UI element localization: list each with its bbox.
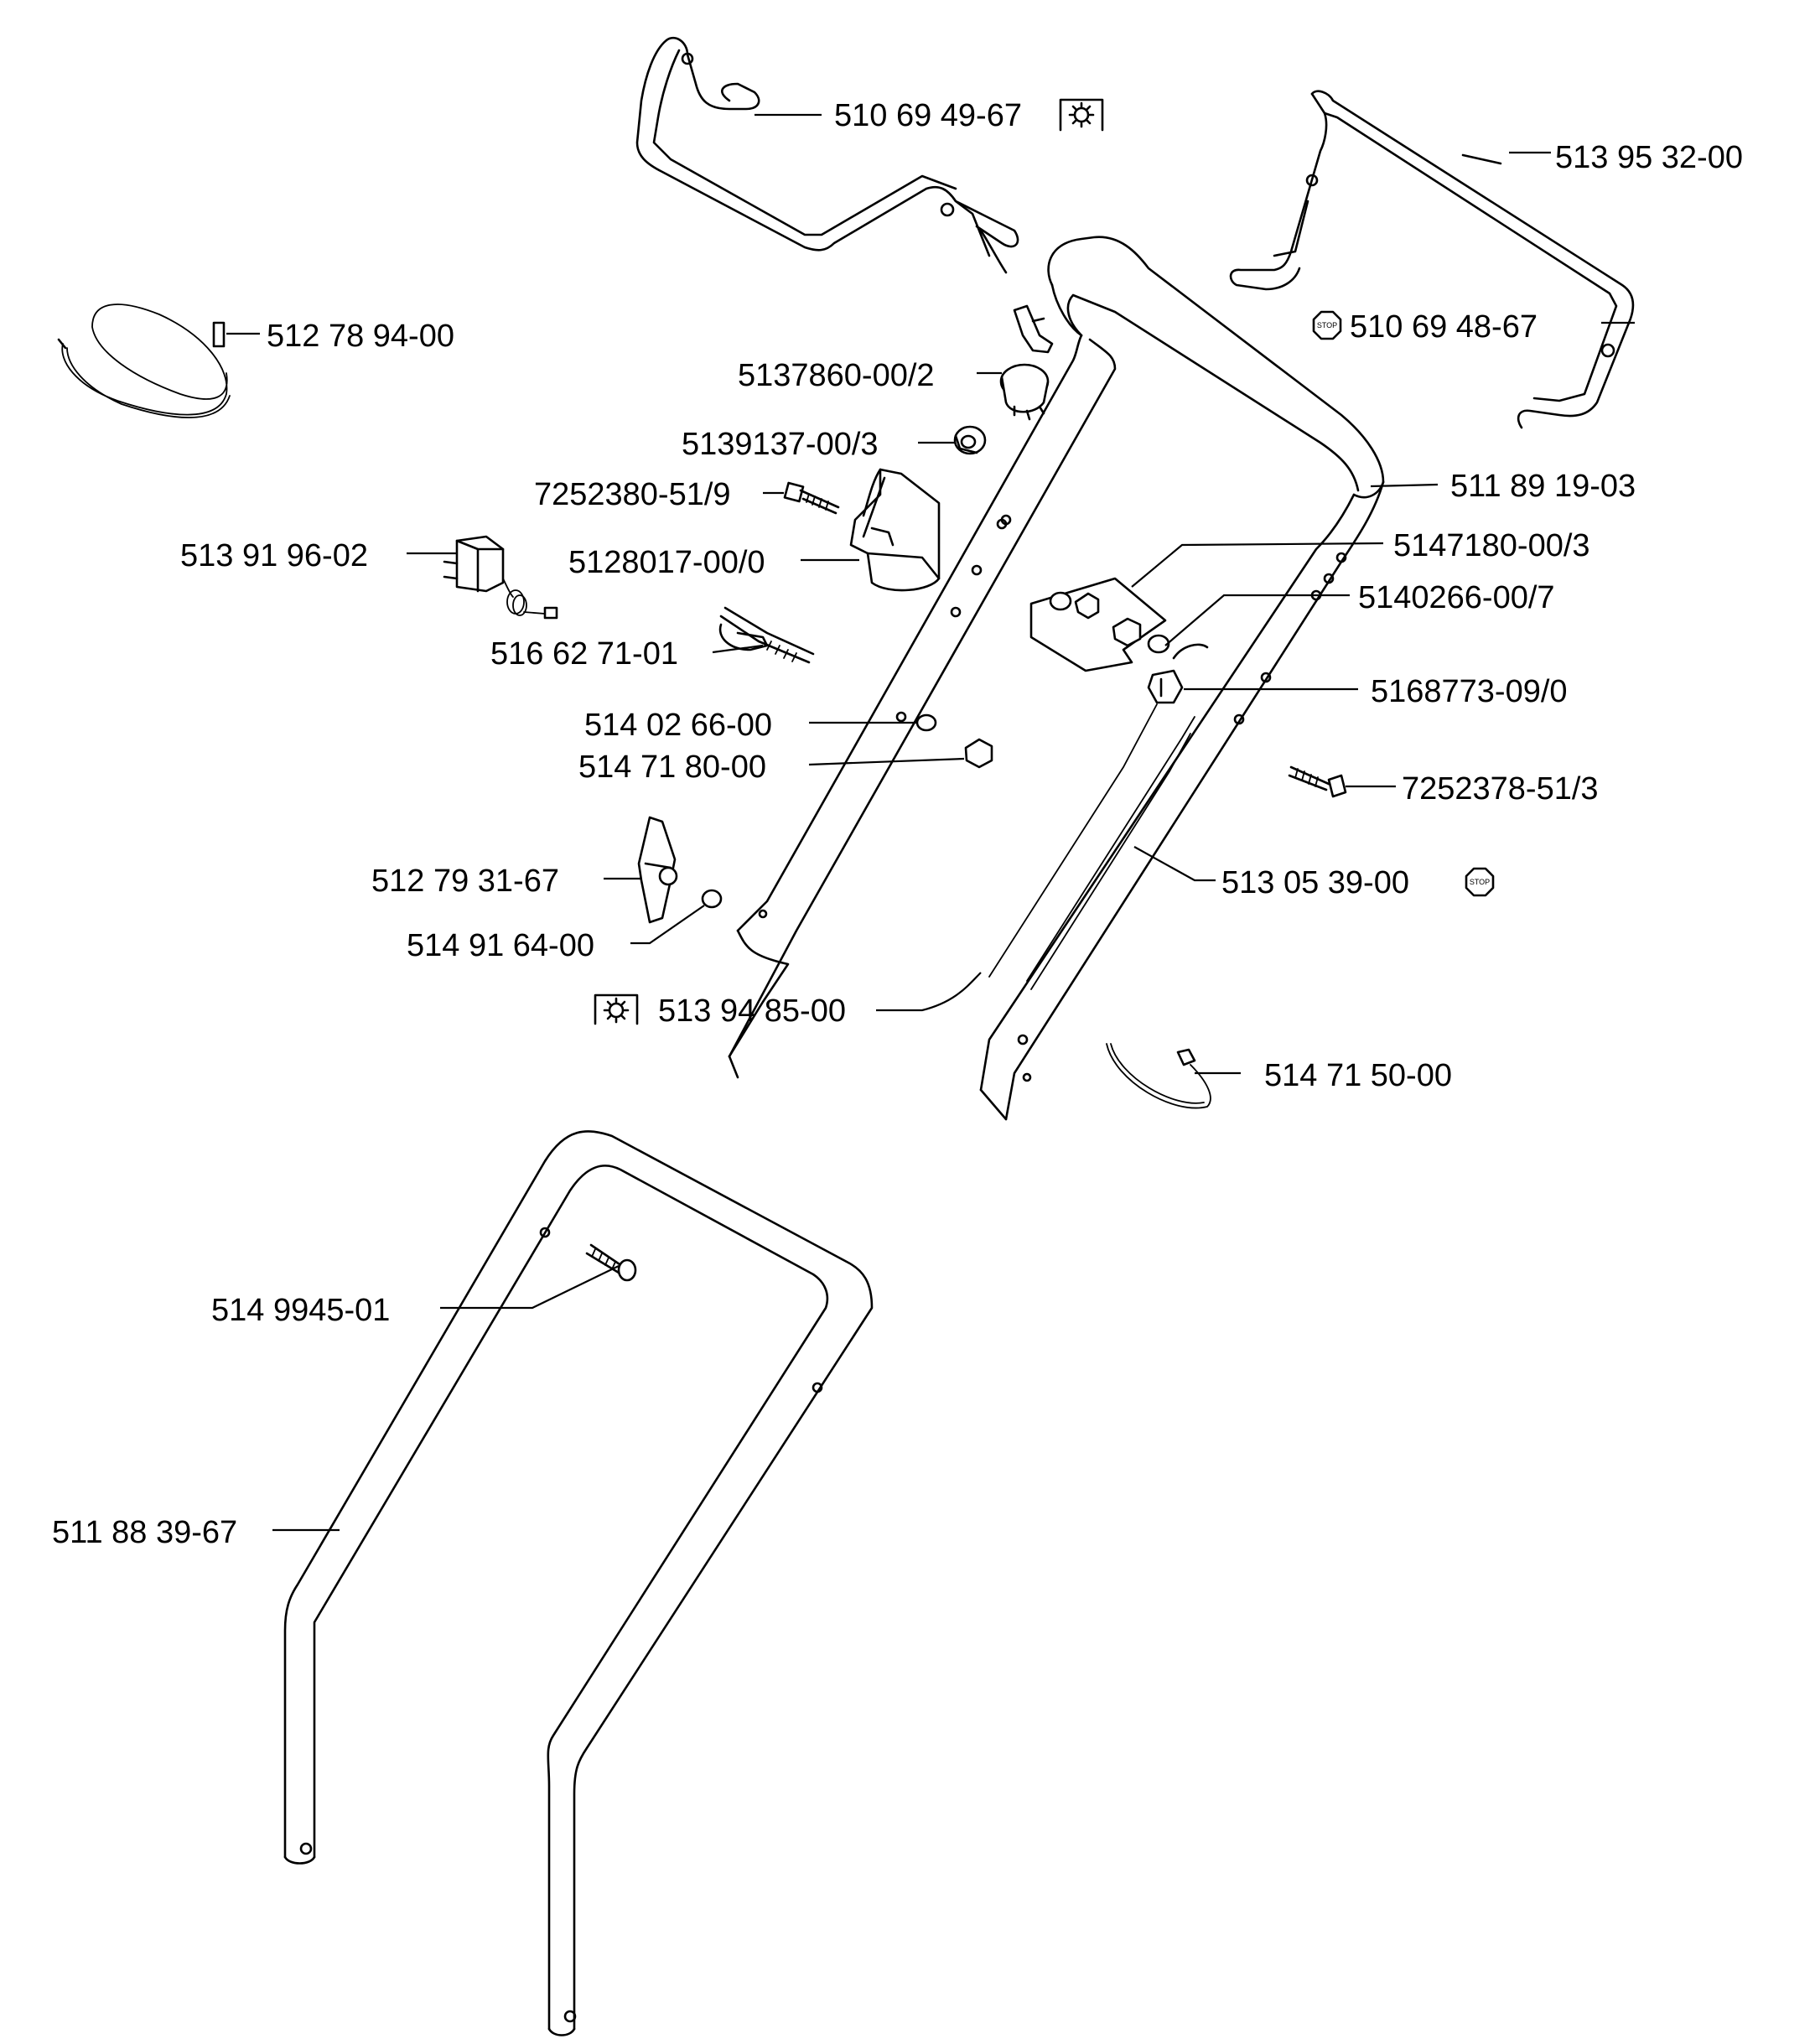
label-washer-3: 514 91 64-00 [407, 928, 594, 963]
stop-icon: STOP [1465, 867, 1495, 897]
charger [443, 535, 558, 620]
part-labels: 510 69 49-67 513 95 32-00 512 78 94-00 5… [52, 98, 1743, 1550]
label-bushing: 5139137-00/3 [682, 427, 879, 462]
label-charger: 513 91 96-02 [180, 538, 368, 573]
cable-clip [1147, 643, 1209, 704]
label-grip-left: 510 69 49-67 [834, 98, 1022, 133]
nut-part [964, 738, 993, 769]
tie [1106, 1043, 1211, 1109]
label-cable-coil: 512 78 94-00 [267, 319, 454, 354]
upper-handle [728, 236, 1385, 1121]
leader-lines [226, 113, 1635, 1532]
label-tie: 514 71 50-00 [1264, 1058, 1452, 1093]
label-lower-handle: 511 88 39-67 [52, 1515, 237, 1550]
label-upper-handle: 511 89 19-03 [1450, 469, 1636, 504]
label-bolt-2: 7252378-51/3 [1402, 771, 1599, 807]
label-decal: 513 95 32-00 [1555, 140, 1743, 175]
washer-3 [701, 889, 723, 909]
label-bolt-3: 514 9945-01 [211, 1293, 390, 1328]
label-grip-right: 510 69 48-67 [1350, 309, 1538, 345]
label-knob: 512 79 31-67 [371, 864, 559, 899]
bolt-3 [585, 1243, 637, 1282]
stop-icon: STOP [1312, 310, 1342, 340]
gear-icon [1059, 98, 1104, 132]
label-key-switch: 5137860-00/2 [738, 358, 935, 393]
label-bolt-1: 7252380-51/9 [534, 477, 731, 512]
grip-right [1229, 90, 1635, 429]
label-cable-clip: 5168773-09/0 [1371, 674, 1568, 709]
cable-coil [57, 303, 231, 418]
washer-2 [915, 713, 937, 732]
svg-text:STOP: STOP [1470, 878, 1490, 886]
bushing [953, 425, 987, 455]
label-cable: 513 05 39-00 [1221, 865, 1409, 900]
gear-icon [594, 993, 639, 1025]
label-handle-cable: 513 94 85-00 [658, 993, 846, 1029]
lower-handle [283, 1130, 874, 2036]
key-switch [999, 304, 1054, 421]
svg-text:STOP: STOP [1317, 321, 1337, 329]
decal-strip [1461, 153, 1502, 165]
pin [718, 606, 815, 664]
bolt-1 [783, 481, 840, 515]
label-switch-housing: 5128017-00/0 [568, 545, 765, 580]
label-washer-2: 514 02 66-00 [584, 708, 772, 743]
label-washer-1: 5140266-00/7 [1358, 580, 1555, 615]
label-nut-kit: 5147180-00/3 [1393, 528, 1590, 563]
grip-left [635, 36, 1019, 274]
cable [988, 703, 1195, 990]
switch-housing [849, 468, 941, 592]
label-nut: 514 71 80-00 [578, 750, 766, 785]
label-pin: 516 62 71-01 [490, 636, 678, 672]
bolt-2 [1288, 765, 1347, 798]
knob [637, 816, 678, 924]
nut-kit [1029, 577, 1170, 672]
